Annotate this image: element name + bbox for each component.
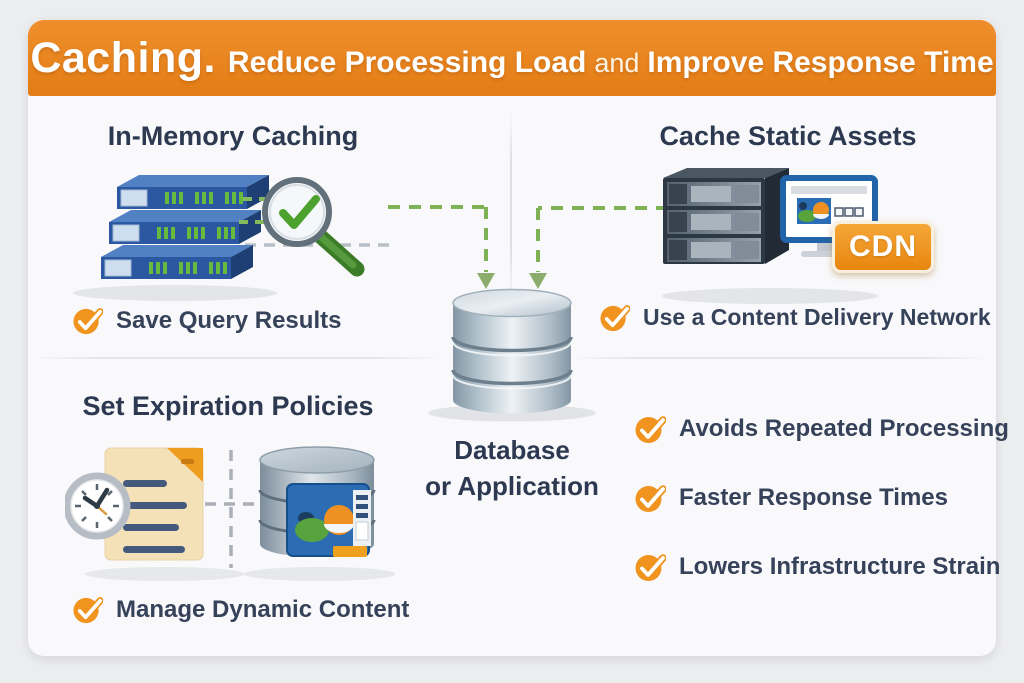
benefit-label: Faster Response Times [679, 484, 949, 511]
vertical-divider [510, 112, 512, 300]
header-subtitle-bold: Reduce Processing Load [227, 46, 587, 79]
database-label-line1: Database [454, 435, 570, 465]
clock-icon [65, 472, 131, 540]
check-circle-icon [635, 416, 666, 443]
bullet-label: Manage Dynamic Content [116, 595, 410, 623]
benefit-label: Avoids Repeated Processing [679, 415, 1009, 442]
header-title: Caching. [30, 34, 216, 82]
bullet-use-cdn: Use a Content Delivery Network [599, 302, 991, 333]
horizontal-divider-right [578, 357, 982, 359]
dashed-cross-connector [205, 450, 259, 568]
check-circle-icon [635, 554, 666, 581]
horizontal-divider-left [40, 357, 434, 359]
section-title-expiration: Set Expiration Policies [82, 391, 374, 421]
check-circle-icon [635, 485, 666, 512]
bullet-manage-dynamic-content: Manage Dynamic Content [72, 594, 409, 625]
database-label-line2: or Application [425, 471, 599, 501]
benefit-item: Avoids Repeated Processing [634, 413, 1009, 445]
server-stack-icon [101, 175, 269, 279]
bullet-save-query-results: Save Query Results [72, 305, 341, 336]
magnifier-check-icon [262, 177, 365, 277]
header-subtitle-tail: Improve Response Time [647, 46, 994, 79]
cached-media-database-icon [258, 446, 376, 557]
database-cylinder-icon [428, 288, 596, 422]
header-subtitle-connector: and [594, 48, 640, 78]
bullet-label: Save Query Results [116, 306, 342, 334]
expiration-document-icon [104, 447, 204, 561]
cdn-badge: CDN [832, 221, 934, 273]
benefit-item: Faster Response Times [634, 482, 948, 514]
section-title-static-assets: Cache Static Assets [659, 121, 917, 151]
bullet-label: Use a Content Delivery Network [643, 304, 991, 330]
section-title-in-memory: In-Memory Caching [107, 121, 359, 151]
in-memory-illustration [73, 175, 393, 301]
cached-media-icon [286, 483, 371, 557]
expiration-illustration [65, 446, 395, 581]
check-circle-icon [73, 597, 103, 624]
check-circle-icon [600, 305, 630, 332]
check-circle-icon [73, 308, 103, 335]
static-assets-illustration [662, 168, 878, 304]
benefit-item: Lowers Infrastructure Strain [634, 551, 1000, 583]
database-label: Database or Application [400, 432, 624, 504]
rack-server-icon [663, 168, 789, 264]
benefit-label: Lowers Infrastructure Strain [679, 553, 1001, 580]
